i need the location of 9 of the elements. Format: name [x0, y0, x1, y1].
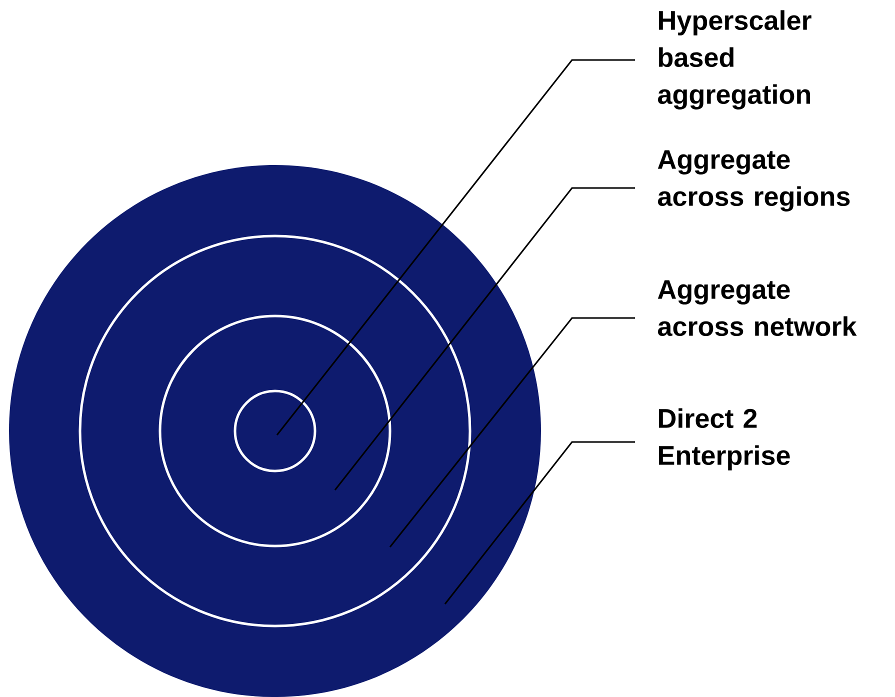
ring-label: Hyperscaler based aggregation [658, 10, 812, 110]
leader-line [276, 59, 635, 436]
ring-label: Direct 2 Enterprise [659, 408, 790, 470]
leader-line [334, 187, 635, 490]
ring-label: Aggregate across regions [658, 150, 850, 212]
ring [234, 390, 316, 472]
leader-line [444, 441, 635, 604]
leader-line [389, 317, 635, 548]
ring-label: Aggregate across network [658, 280, 857, 336]
